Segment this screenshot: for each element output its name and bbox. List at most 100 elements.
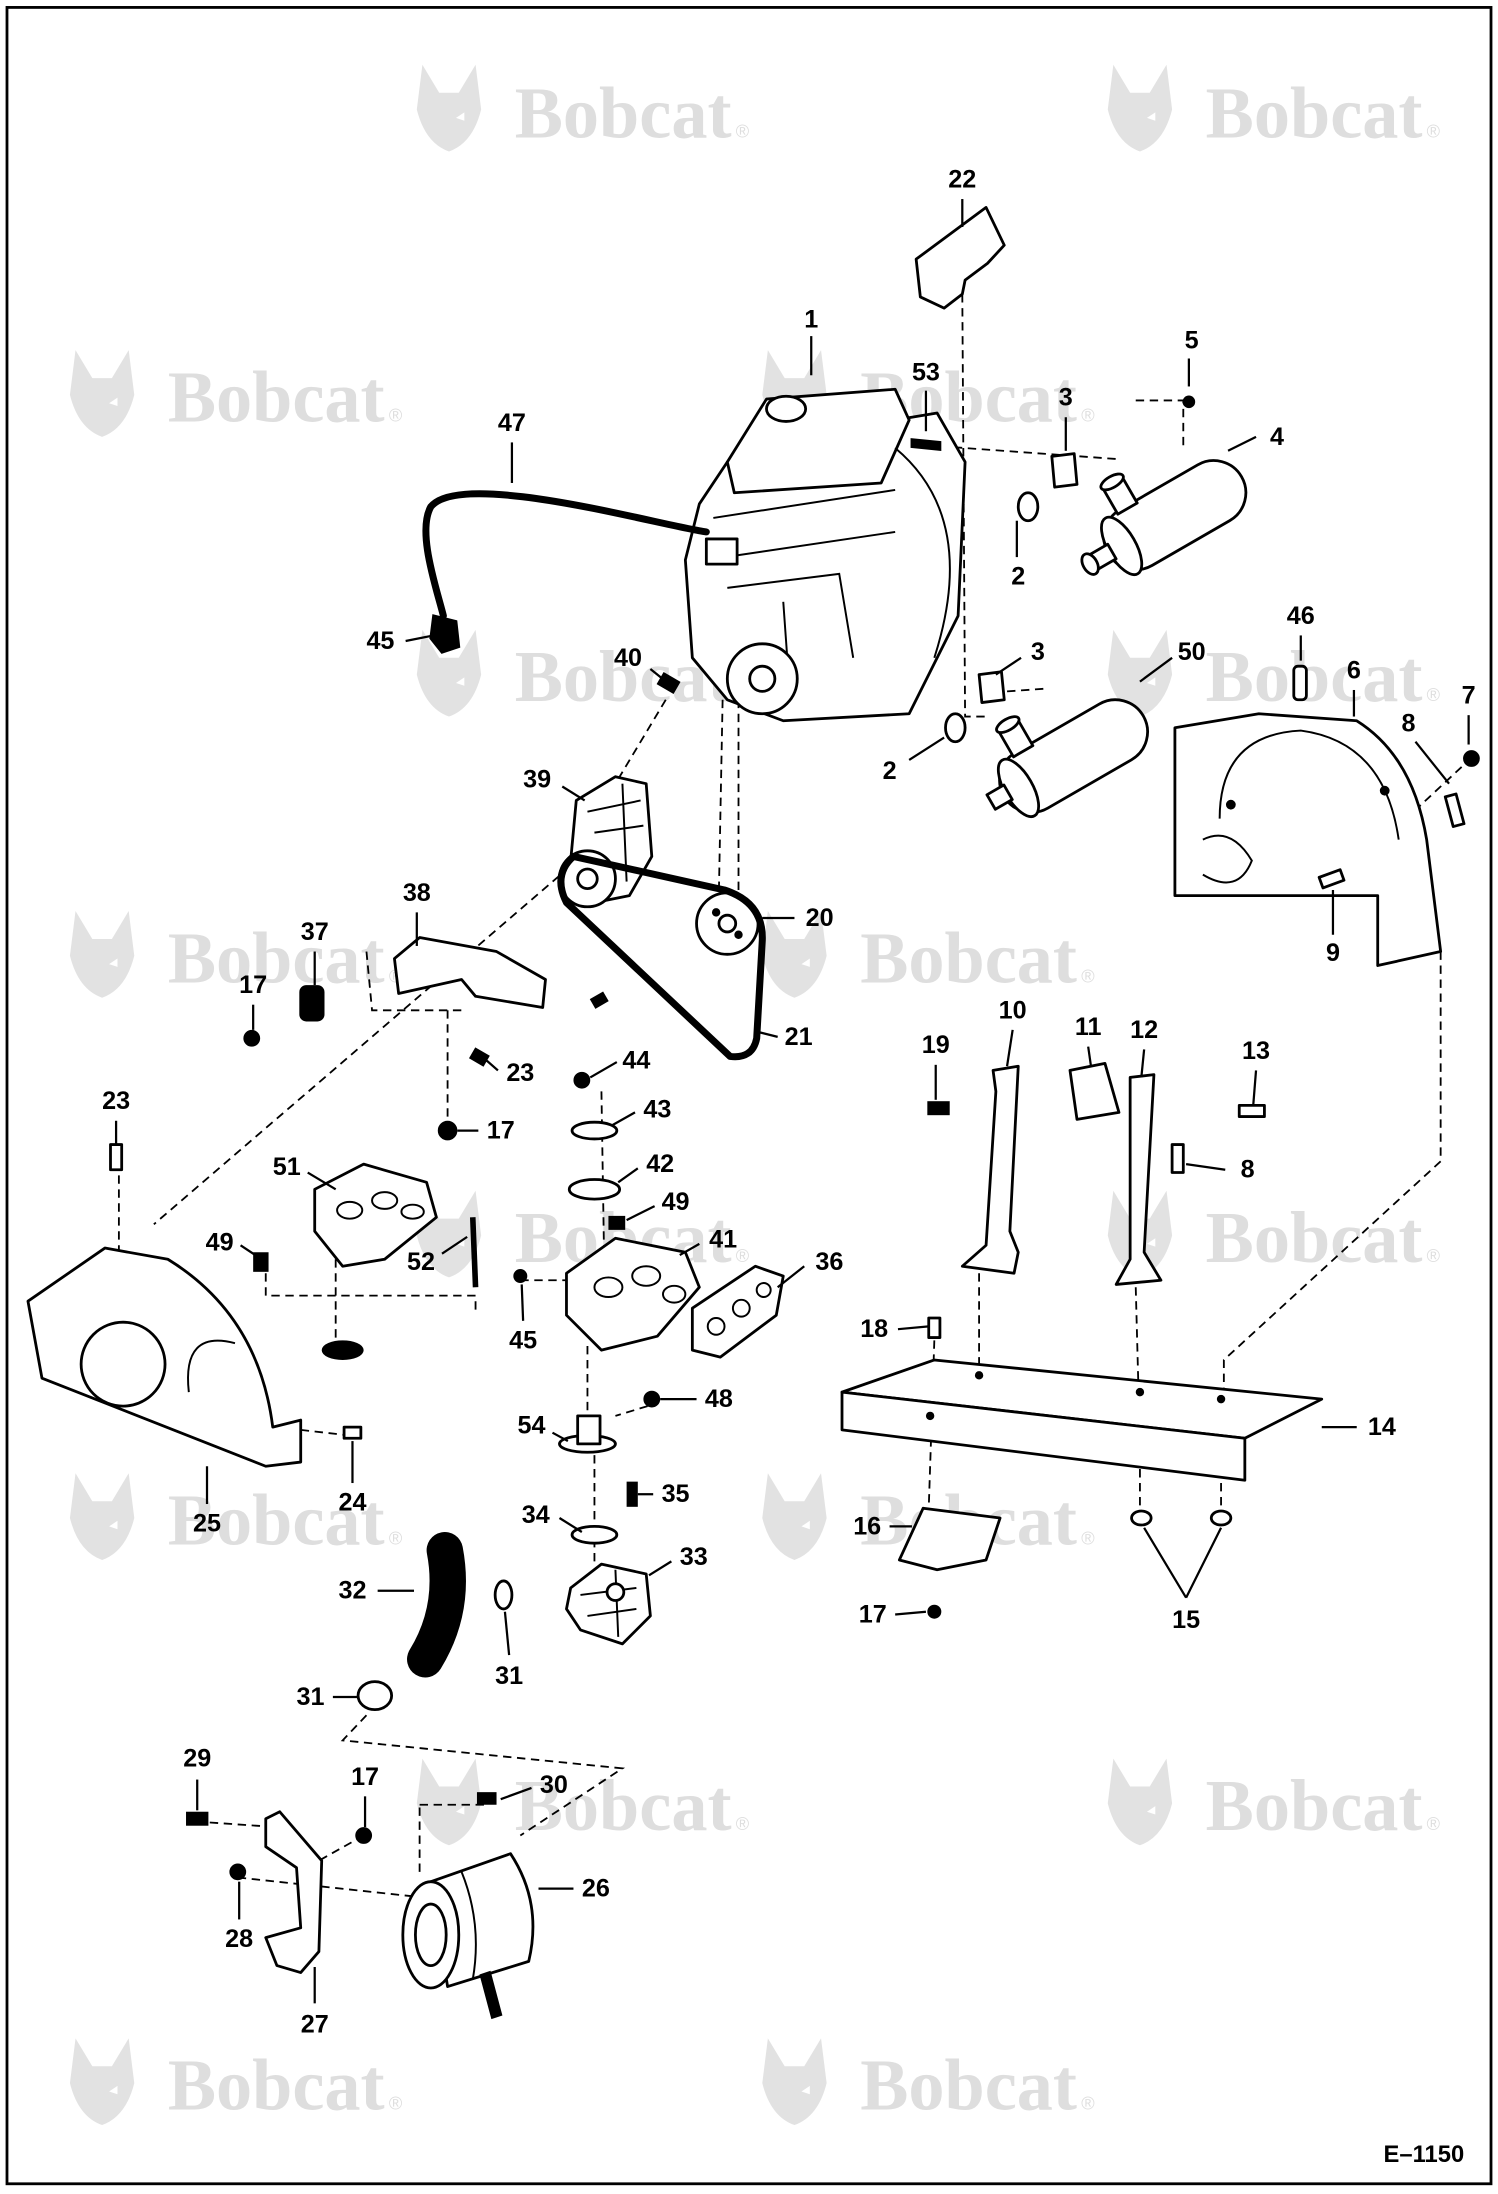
part-3-gasket-lower (977, 670, 1006, 704)
figure-code: E–1150 (1384, 2141, 1465, 2168)
part-25-guard (26, 1246, 303, 1468)
watermark-mark: ® (736, 121, 750, 141)
part-17-nut-c (927, 1604, 942, 1619)
watermark-mark: ® (1427, 1814, 1441, 1834)
callout-label: 11 (1075, 1013, 1102, 1041)
watermark-text: Bobcat (1206, 636, 1423, 717)
callout-label: 12 (1130, 1016, 1158, 1044)
part-9-bolt (1317, 868, 1346, 890)
part-30-bolt (476, 1792, 497, 1805)
watermark-text: Bobcat (515, 72, 732, 153)
callout-label: 23 (102, 1087, 130, 1115)
watermark-mark: ® (1081, 1529, 1095, 1549)
part-18-bolt (927, 1316, 942, 1339)
callout-label: 53 (912, 358, 940, 386)
callout-label: 28 (225, 1925, 253, 1953)
bobcat-logo-icon (69, 1473, 135, 1560)
watermark: Bobcat® (1107, 1758, 1441, 1846)
watermark: Bobcat® (1107, 64, 1441, 153)
watermark: Bobcat® (1107, 629, 1441, 717)
callout-label: 21 (785, 1023, 813, 1051)
part-45-plug (513, 1269, 528, 1284)
callout-label: 4 (1270, 423, 1284, 451)
callout-label: 48 (705, 1385, 733, 1413)
callout-label: 49 (662, 1188, 690, 1216)
callout-label: 32 (338, 1577, 366, 1605)
watermark-text: Bobcat (1206, 72, 1423, 153)
bobcat-logo-icon (69, 910, 135, 998)
watermark-text: Bobcat (860, 917, 1077, 998)
callout-label: 8 (1401, 710, 1415, 738)
part-8-bolt-lower (1170, 1143, 1185, 1174)
part-3-gasket-upper (1050, 452, 1079, 489)
part-20-pulley (695, 891, 760, 956)
watermark: Bobcat® (69, 2038, 403, 2126)
callout-label: 2 (1011, 563, 1025, 591)
callout-label: 7 (1462, 682, 1476, 710)
callout-label: 45 (509, 1326, 537, 1354)
part-24-bolt (342, 1425, 363, 1440)
bobcat-logo-icon (1107, 64, 1173, 152)
bobcat-logo-icon (416, 64, 482, 152)
watermark-mark: ® (389, 1529, 403, 1549)
watermark: Bobcat® (762, 2038, 1095, 2126)
part-23-bolt-upper (468, 1047, 490, 1067)
leader-lines (114, 199, 1470, 2004)
watermark: Bobcat® (69, 350, 403, 437)
bobcat-logo-icon (762, 2038, 827, 2126)
watermark-text: Bobcat (168, 917, 385, 998)
parts (26, 206, 1480, 2020)
part-29-bolt (186, 1811, 209, 1826)
callout-label: 13 (1242, 1037, 1270, 1065)
watermark-mark: ® (1427, 685, 1441, 705)
part-47-cable (422, 490, 710, 620)
part-17-nut-d (355, 1827, 373, 1844)
part-42-gasket (567, 1178, 622, 1201)
bobcat-logo-icon (762, 1473, 827, 1560)
callout-label: 3 (1059, 384, 1073, 412)
callout-labels: 22 1 53 5 3 4 47 2 45 40 3 50 46 6 7 8 2… (102, 165, 1476, 2038)
part-7-nut (1463, 750, 1480, 767)
watermark: Bobcat® (1107, 1190, 1441, 1278)
part-48-nut (643, 1390, 661, 1408)
callout-label: 16 (853, 1512, 881, 1540)
callout-label: 46 (1287, 602, 1315, 630)
callout-label: 5 (1185, 326, 1199, 354)
callout-label: 23 (506, 1059, 534, 1087)
part-51-manifold (313, 1162, 438, 1268)
watermark-text: Bobcat (168, 2045, 385, 2126)
callout-label: 27 (301, 2010, 329, 2038)
part-13-bolt (1237, 1103, 1266, 1118)
callout-label: 24 (338, 1489, 366, 1517)
part-45-fitting-upper (429, 614, 461, 654)
watermark-mark: ® (736, 1246, 750, 1266)
part-31-clamp-left (356, 1680, 394, 1712)
callout-label: 31 (495, 1662, 523, 1690)
part-11-plate (1068, 1062, 1121, 1121)
callout-label: 40 (614, 644, 642, 672)
manifold-gasket-lower (321, 1340, 364, 1360)
part-21-belt (557, 852, 766, 1061)
callout-label: 33 (680, 1543, 708, 1571)
part-52-stud (469, 1217, 479, 1288)
part-17-nut-a (243, 1029, 261, 1047)
bobcat-logo-icon (416, 1758, 482, 1846)
part-8-bolt-upper (1443, 792, 1466, 828)
part-10-bracket (960, 1064, 1020, 1275)
watermark-text: Bobcat (860, 2045, 1077, 2126)
watermark-mark: ® (1427, 121, 1441, 141)
callout-label: 34 (522, 1501, 550, 1529)
watermark-mark: ® (1081, 966, 1095, 986)
callout-label: 14 (1368, 1413, 1396, 1441)
part-41-manifold (565, 1236, 701, 1352)
part-37-clamp (299, 985, 325, 1022)
callout-label: 8 (1241, 1156, 1255, 1184)
part-6-flywheel-cover (1173, 712, 1443, 967)
part-12-bracket (1114, 1073, 1163, 1286)
callout-label: 17 (351, 1763, 379, 1791)
watermark-mark: ® (1081, 405, 1095, 425)
callout-label: 29 (183, 1745, 211, 1773)
watermark: Bobcat® (69, 910, 403, 998)
